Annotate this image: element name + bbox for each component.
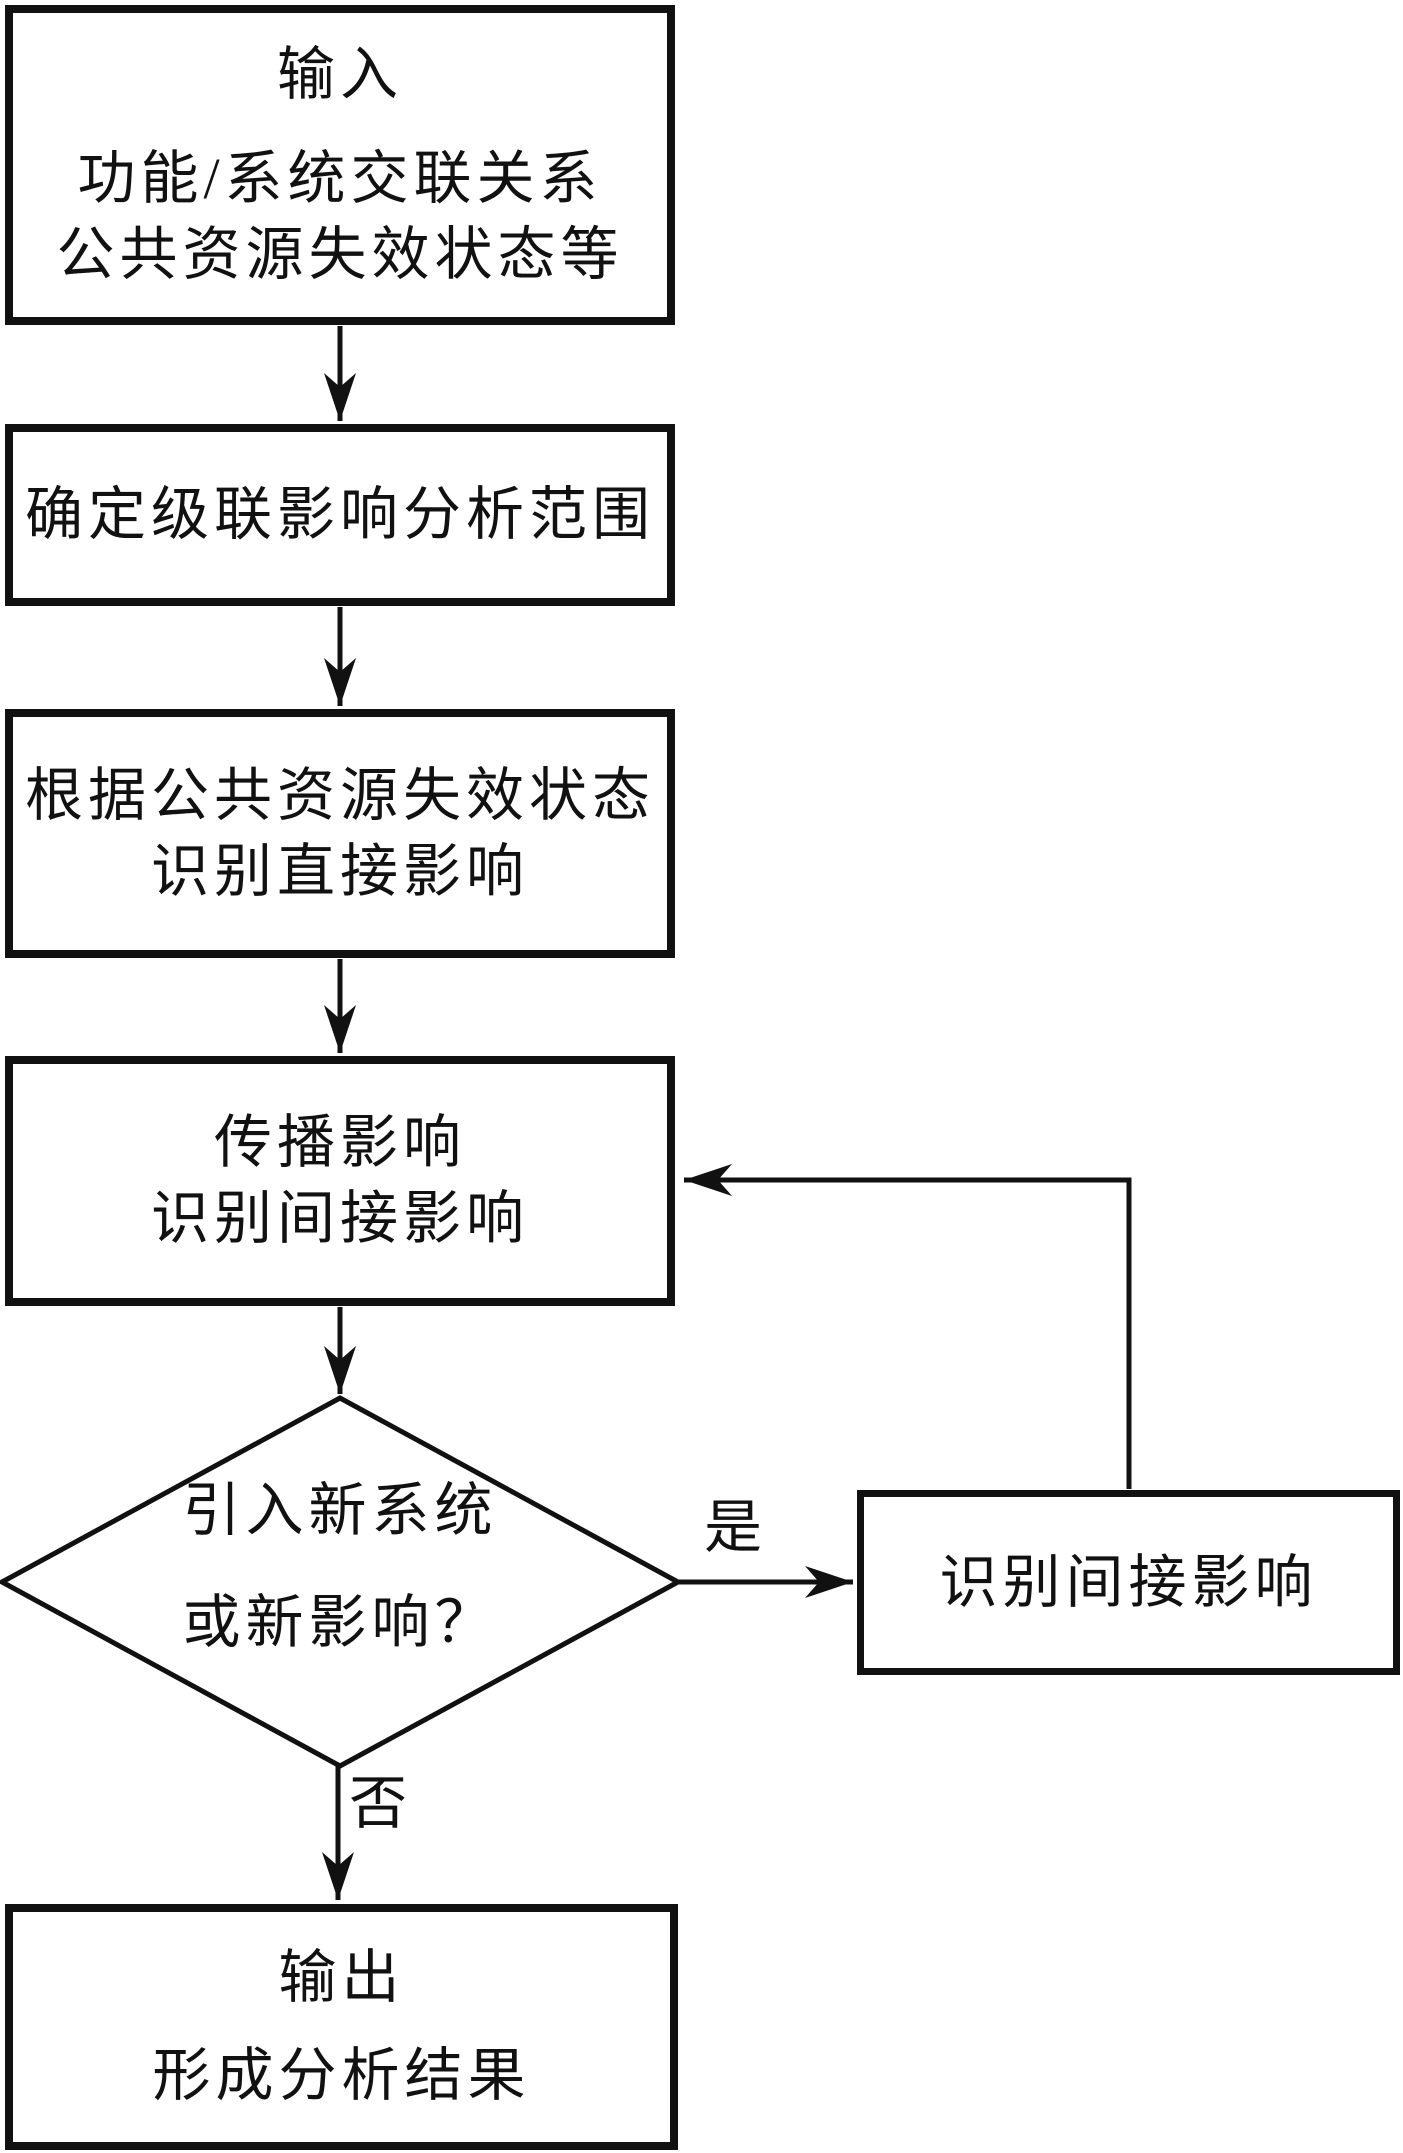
indirect-impact-node: 识别间接影响 [857, 1490, 1400, 1675]
decision-diamond-shape [0, 1395, 684, 1769]
decision-line-1: 引入新系统 [182, 1478, 498, 1543]
feedback-line-indirect-to-propagate [684, 1164, 1132, 1489]
decision-diamond-text: 引入新系统 或新影响？ [90, 1455, 590, 1679]
direct-impact-node: 根据公共资源失效状态 识别直接影响 [5, 709, 675, 958]
propagate-line-1: 传播影响 [213, 1110, 466, 1175]
input-node: 输入 功能/系统交联关系 公共资源失效状态等 [5, 5, 675, 325]
input-node-line-1: 功能/系统交联关系 [77, 146, 603, 211]
output-node-title: 输出 [278, 1945, 405, 2010]
output-node-line-1: 形成分析结果 [152, 2043, 531, 2108]
yes-branch-label: 是 [703, 1495, 762, 1560]
no-branch-label: 否 [348, 1771, 407, 1836]
propagate-impact-node: 传播影响 识别间接影响 [5, 1056, 675, 1306]
scope-node-label: 确定级联影响分析范围 [24, 482, 655, 547]
indirect-impact-label: 识别间接影响 [939, 1549, 1318, 1615]
propagate-line-2: 识别间接影响 [150, 1186, 529, 1251]
output-node: 输出 形成分析结果 [5, 1904, 678, 2150]
direct-impact-line-2: 识别直接影响 [150, 838, 529, 904]
input-node-line-2: 公共资源失效状态等 [56, 222, 624, 287]
direct-impact-line-1: 根据公共资源失效状态 [24, 762, 655, 828]
input-node-title: 输入 [276, 42, 403, 107]
scope-node: 确定级联影响分析范围 [5, 424, 675, 606]
decision-line-2: 或新影响？ [182, 1590, 498, 1655]
